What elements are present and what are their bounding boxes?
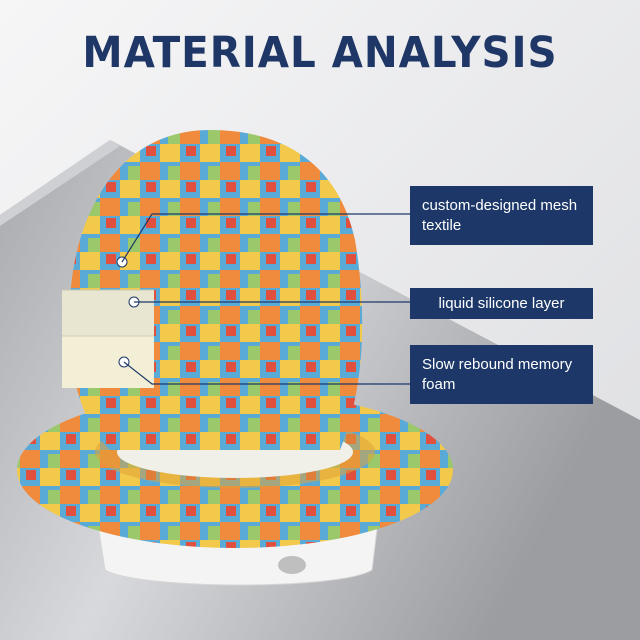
callout-silicone-layer: liquid silicone layer [410, 288, 593, 319]
callout-memory-foam: Slow rebound memory foam [410, 345, 593, 404]
callout-mesh-textile: custom-designed mesh textile [410, 186, 593, 245]
page-title: MATERIAL ANALYSIS [82, 28, 558, 78]
